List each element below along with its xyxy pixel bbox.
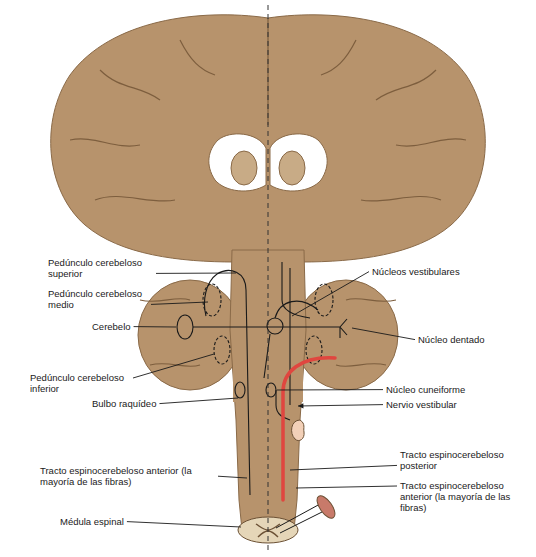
structure-label: Médula espinal <box>60 516 124 527</box>
leader-line <box>159 398 238 404</box>
ventricle-left <box>209 134 266 191</box>
leader-line <box>156 273 236 274</box>
leader-line <box>292 272 369 316</box>
dentate-nucleus <box>332 319 347 338</box>
sulcus <box>396 139 466 146</box>
leader-line <box>133 354 214 378</box>
ear-icon <box>292 420 305 441</box>
fiber <box>264 334 270 378</box>
spinal-section <box>238 493 338 543</box>
structure-label: Pedúnculo cerebeloso inferior <box>30 372 130 394</box>
sulcus <box>321 40 356 75</box>
fiber <box>289 268 290 405</box>
vestibular-nuclei <box>267 318 283 334</box>
sulcus <box>180 40 215 75</box>
cerebellum-right <box>294 280 398 390</box>
leader-line <box>296 486 397 488</box>
structure-label: Pedúnculo cerebeloso medio <box>48 288 148 310</box>
structure-label: Tracto espinocerebeloso anterior (la may… <box>40 465 215 487</box>
afferent-fiber <box>276 504 322 533</box>
leader-line <box>151 302 208 304</box>
structure-label: Tracto espinocerebeloso posterior <box>400 449 530 471</box>
sulcus <box>140 299 190 302</box>
sulcus <box>336 364 386 367</box>
leader-line <box>127 522 241 527</box>
structure-label: Pedúnculo cerebeloso superior <box>48 257 153 279</box>
leader-line <box>290 465 397 470</box>
structure-label: Tracto espinocerebeloso anterior (la may… <box>400 480 525 514</box>
sulcus <box>70 139 140 146</box>
leader-line <box>134 326 176 327</box>
cerebellar-cortex <box>177 315 193 339</box>
sulcus <box>376 70 436 100</box>
muscle-spindle <box>314 493 339 521</box>
structure-label: Nervio vestibular <box>386 399 457 410</box>
leader-line <box>298 405 383 406</box>
medullary-nucleus <box>235 382 245 398</box>
ventricle-right <box>270 134 327 191</box>
structure-label: Núcleo cuneiforme <box>386 384 465 395</box>
structure-label: Cerebelo <box>92 321 131 332</box>
fiber <box>204 271 250 495</box>
leader-line <box>277 389 383 390</box>
structure-label: Núcleo dentado <box>418 334 485 345</box>
peduncle-outline <box>203 284 221 316</box>
sulcus <box>95 196 175 201</box>
caudate-right <box>279 151 305 185</box>
midline <box>268 5 269 552</box>
sulcus <box>100 70 160 100</box>
posterior-tract-highlight <box>283 358 335 500</box>
peduncle-outline <box>214 336 230 364</box>
pathways <box>177 262 347 495</box>
cerebellum-left <box>138 280 242 390</box>
fiber <box>282 262 310 318</box>
fiber <box>193 326 332 327</box>
peduncle-outline <box>315 284 333 316</box>
arrow-head <box>298 403 303 408</box>
structure-label: Bulbo raquídeo <box>92 398 156 409</box>
sulcus <box>346 299 396 302</box>
leader-line <box>352 328 415 340</box>
caudate-left <box>231 151 257 185</box>
leader-line <box>218 476 247 478</box>
sulcus <box>361 196 441 201</box>
structure-label: Núcleos vestibulares <box>372 266 460 277</box>
